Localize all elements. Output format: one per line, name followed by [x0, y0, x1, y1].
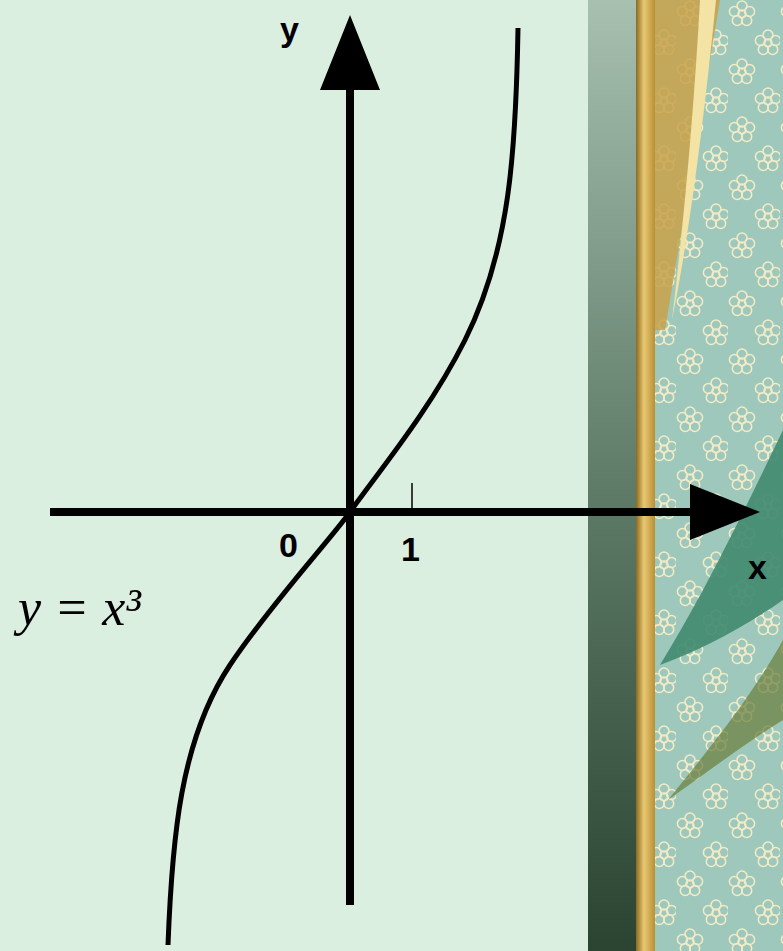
function-formula: y = x³: [18, 582, 141, 634]
axis-label: y: [280, 12, 299, 46]
y-arrowhead: [320, 15, 380, 90]
axis-label: x: [748, 550, 767, 584]
tick-mark: [411, 483, 413, 510]
y-axis: [346, 80, 354, 905]
curtain-fold: [655, 0, 720, 330]
flower-panel: [655, 0, 783, 951]
curtain-fold: [668, 640, 783, 800]
origin-label: 0: [279, 528, 298, 562]
tick-label: 1: [401, 532, 420, 566]
gold-strip: [636, 0, 656, 951]
curtain-fold: [672, 0, 716, 320]
curtain-fold: [660, 430, 783, 665]
x-arrowhead: [690, 484, 760, 540]
x-axis: [50, 508, 700, 516]
border-strip: [588, 0, 638, 951]
cubic-curve: [168, 28, 518, 945]
